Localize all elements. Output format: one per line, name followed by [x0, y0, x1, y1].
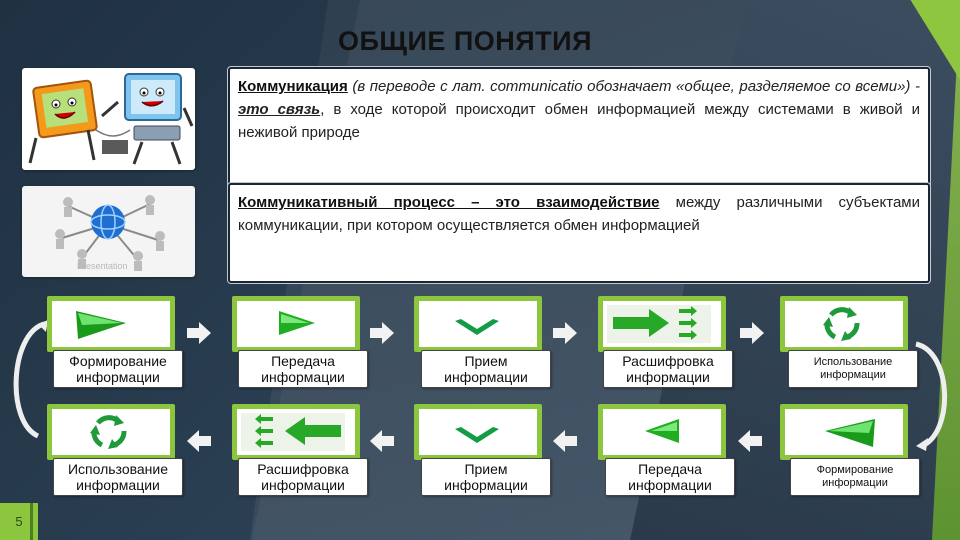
term-communicative-process: Коммуникативный процесс – это взаимодейс…	[238, 194, 660, 211]
step-card-usage	[47, 404, 175, 460]
green-chevron-down-icon	[455, 427, 499, 443]
term-communication: Коммуникация	[238, 78, 348, 95]
flow-arrow-right	[740, 322, 764, 344]
step-card-reception	[414, 404, 542, 460]
step-card-transmission	[232, 296, 360, 352]
flow-arrow-left	[553, 430, 577, 452]
flow-arrow-left	[738, 430, 762, 452]
flow-arrow-left	[370, 430, 394, 452]
step-label-formation: Формирование информации	[53, 350, 183, 388]
definition-emphasis: это связь	[238, 101, 321, 118]
definition-text: (в переводе с лат. communicatio обознача…	[347, 78, 920, 95]
flow-arrow-right	[370, 322, 394, 344]
step-card-formation	[780, 404, 908, 460]
flow-arrow-right	[553, 322, 577, 344]
step-label-reception: Прием информации	[421, 350, 551, 388]
loop-arrow-right	[915, 341, 948, 451]
step-card-usage	[780, 296, 908, 352]
step-label-transmission: Передача информации	[238, 350, 368, 388]
step-label-usage: Использование информации	[788, 350, 918, 388]
flow-arrow-right	[187, 322, 211, 344]
step-label-usage: Использование информации	[53, 458, 183, 496]
green-arrows-left-icon	[285, 417, 341, 445]
network-globe-image: Presentation	[22, 186, 195, 277]
step-card-decoding	[598, 296, 726, 352]
loop-arrow-left	[13, 320, 48, 439]
slide-number-accent	[30, 503, 33, 540]
step-card-decoding	[232, 404, 360, 460]
step-label-decoding: Расшифровка информации	[238, 458, 368, 496]
step-label-transmission: Передача информации	[605, 458, 735, 496]
definition-text: между различными субъектами коммуникации…	[238, 194, 920, 234]
step-label-reception: Прием информации	[421, 458, 551, 496]
image-caption: Presentation	[77, 261, 128, 271]
step-card-transmission	[598, 404, 726, 460]
flow-arrow-left	[187, 430, 211, 452]
step-card-reception	[414, 296, 542, 352]
computers-cartoon-image	[22, 68, 195, 170]
definition-communication: Коммуникация (в переводе с лат. communic…	[228, 67, 930, 194]
step-label-decoding: Расшифровка информации	[603, 350, 733, 388]
definition-communicative-process: Коммуникативный процесс – это взаимодейс…	[228, 183, 930, 283]
green-arrows-right-icon	[613, 309, 669, 337]
step-card-formation	[47, 296, 175, 352]
step-label-formation: Формирование информации	[790, 458, 920, 496]
slide-title: ОБЩИЕ ПОНЯТИЯ	[338, 26, 592, 56]
definition-text: , в ходе которой происходит обмен информ…	[238, 101, 921, 141]
green-chevron-down-icon	[455, 319, 499, 335]
